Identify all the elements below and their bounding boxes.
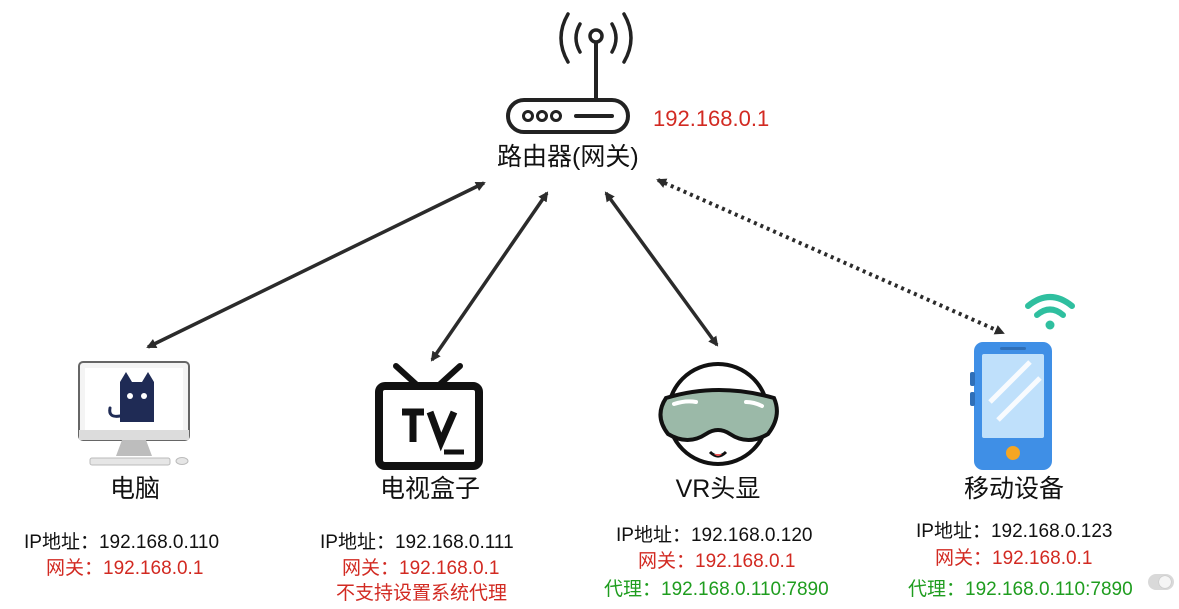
proxy-value: 192.168.0.110:7890 xyxy=(965,579,1133,600)
gateway-label: 网关： xyxy=(935,548,993,569)
proxy-label: 代理： xyxy=(908,579,966,600)
mobile-device-icon xyxy=(970,342,1052,470)
toggle-switch[interactable] xyxy=(1148,574,1174,590)
vr-gateway-row: 网关：192.168.0.1 xyxy=(638,550,795,574)
arrow-router-mobile xyxy=(656,178,1005,335)
gateway-label: 网关： xyxy=(46,558,104,579)
mobile-proxy-row: 代理：192.168.0.110:7890 xyxy=(908,578,1133,602)
device-name-tvbox: 电视盒子 xyxy=(379,475,481,503)
ip-value: 192.168.0.120 xyxy=(690,525,813,546)
router-ip: 192.168.0.1 xyxy=(653,106,770,131)
device-name-computer: 电脑 xyxy=(109,475,161,503)
wifi-icon xyxy=(1025,294,1075,330)
computer-icon xyxy=(78,361,190,466)
gateway-value: 192.168.0.1 xyxy=(695,551,796,572)
computer-gateway-row: 网关：192.168.0.1 xyxy=(46,557,203,581)
ip-label: IP地址： xyxy=(916,521,991,542)
device-name-mobile: 移动设备 xyxy=(963,475,1065,503)
proxy-label: 代理： xyxy=(604,579,662,600)
gateway-value: 192.168.0.1 xyxy=(399,558,500,579)
ip-value: 192.168.0.110 xyxy=(98,532,220,553)
ip-label: IP地址： xyxy=(616,525,691,546)
device-name-vr: VR头显 xyxy=(675,475,761,503)
gateway-label: 网关： xyxy=(638,551,696,572)
gateway-value: 192.168.0.1 xyxy=(103,558,204,579)
vr-headset-icon xyxy=(658,362,779,466)
mobile-ip-row: IP地址：192.168.0.123 xyxy=(916,520,1112,544)
arrow-router-vr xyxy=(604,191,719,347)
ip-value: 192.168.0.111 xyxy=(394,532,514,553)
ip-label: IP地址： xyxy=(320,532,395,553)
ip-value: 192.168.0.123 xyxy=(990,521,1113,542)
arrow-router-tvbox xyxy=(430,191,549,362)
tvbox-note: 不支持设置系统代理 xyxy=(336,583,508,604)
ip-label: IP地址： xyxy=(24,532,99,553)
vr-proxy-row: 代理：192.168.0.110:7890 xyxy=(604,578,829,602)
router-label: 路由器(网关) xyxy=(497,143,639,171)
gateway-value: 192.168.0.1 xyxy=(992,548,1093,569)
router-icon xyxy=(506,12,633,134)
tv-icon xyxy=(375,363,483,470)
vr-ip-row: IP地址：192.168.0.120 xyxy=(616,524,812,548)
proxy-value: 192.168.0.110:7890 xyxy=(661,579,829,600)
arrow-router-pc xyxy=(146,181,486,349)
mobile-gateway-row: 网关：192.168.0.1 xyxy=(935,547,1092,571)
computer-ip-row: IP地址：192.168.0.110 xyxy=(24,531,219,555)
tvbox-ip-row: IP地址：192.168.0.111 xyxy=(320,531,514,555)
gateway-label: 网关： xyxy=(342,558,400,579)
tvbox-gateway-row: 网关：192.168.0.1 xyxy=(342,557,499,581)
